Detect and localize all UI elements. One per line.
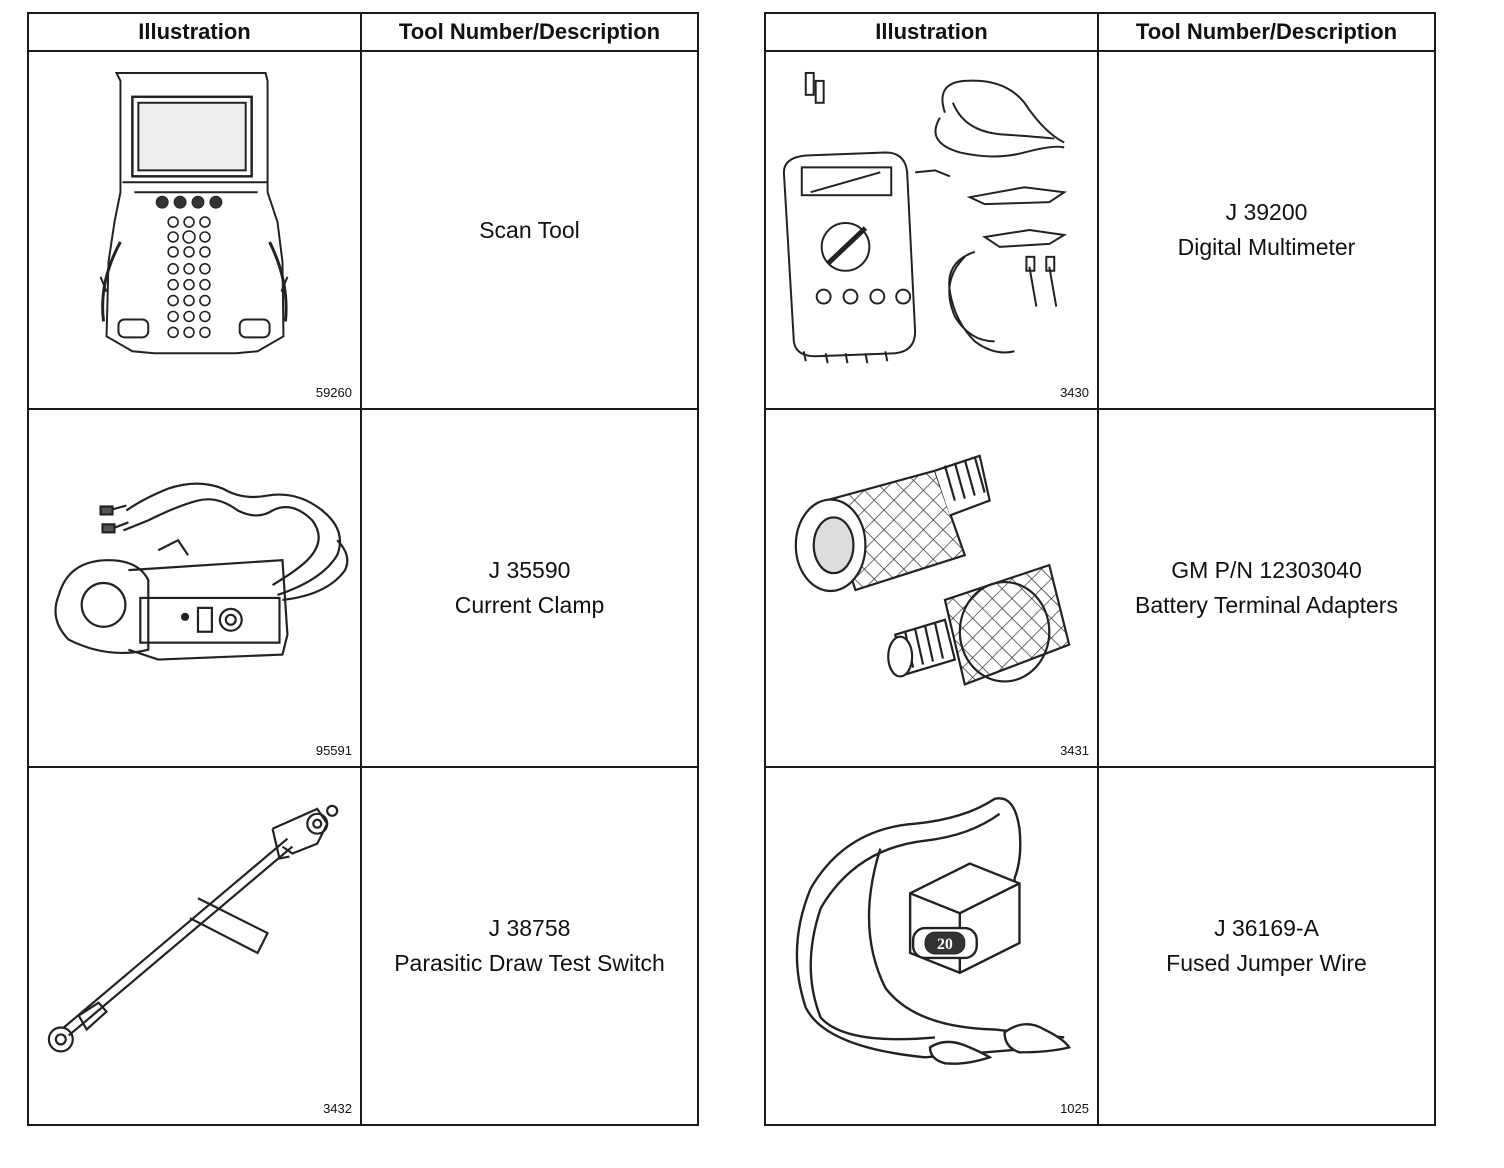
table-row: 20 1025 J 36169-A Fused Jumper Wire: [764, 766, 1436, 1126]
tools-table-right: Illustration Tool Number/Description: [764, 12, 1436, 1126]
tool-description-cell: Scan Tool: [360, 50, 699, 410]
test-switch-icon: [47, 804, 339, 1053]
tool-number: J 35590: [488, 557, 571, 583]
tool-number: GM P/N 12303040: [1171, 557, 1362, 583]
table-row: 3432 J 38758 Parasitic Draw Test Switch: [27, 766, 699, 1126]
tool-description: Digital Multimeter: [1177, 234, 1356, 260]
illustration-cell: 20 1025: [764, 766, 1099, 1126]
tool-description: Fused Jumper Wire: [1166, 950, 1367, 976]
tool-description-cell: J 36169-A Fused Jumper Wire: [1097, 766, 1436, 1126]
tool-description-cell: J 35590 Current Clamp: [360, 408, 699, 768]
header-row: Illustration Tool Number/Description: [27, 12, 699, 52]
illustration-header: Illustration: [27, 12, 362, 52]
tool-description: Parasitic Draw Test Switch: [394, 950, 665, 976]
figure-number: 3432: [323, 1101, 352, 1116]
table-row: 3430 J 39200 Digital Multimeter: [764, 50, 1436, 410]
tool-description-cell: J 38758 Parasitic Draw Test Switch: [360, 766, 699, 1126]
current-clamp-icon: [54, 482, 349, 661]
fuse-rating-label: 20: [937, 936, 953, 953]
figure-number: 59260: [315, 385, 352, 400]
table-row: 59260 Scan Tool: [27, 50, 699, 410]
tool-number: J 38758: [488, 915, 571, 941]
scan-tool-icon: [99, 71, 289, 355]
illustration-cell: 59260: [27, 50, 362, 410]
illustration-header: Illustration: [764, 12, 1099, 52]
figure-number: 3431: [1060, 743, 1089, 758]
multimeter-icon: [782, 71, 1068, 364]
tool-description-cell: J 39200 Digital Multimeter: [1097, 50, 1436, 410]
table-row: 3431 GM P/N 12303040 Battery Terminal Ad…: [764, 408, 1436, 768]
terminal-adapter-icon: [794, 454, 1071, 686]
jumper-wire-icon: 20: [795, 797, 1072, 1065]
tools-table-left: Illustration Tool Number/Description: [27, 12, 699, 1126]
figure-number: 95591: [315, 743, 352, 758]
header-row: Illustration Tool Number/Description: [764, 12, 1436, 52]
tool-number: J 36169-A: [1214, 915, 1319, 941]
tool-description-cell: GM P/N 12303040 Battery Terminal Adapter…: [1097, 408, 1436, 768]
illustration-cell: 3432: [27, 766, 362, 1126]
illustration-cell: 3431: [764, 408, 1099, 768]
tool-description: Scan Tool: [479, 216, 580, 243]
figure-number: 3430: [1060, 385, 1089, 400]
illustration-cell: 95591: [27, 408, 362, 768]
illustration-cell: 3430: [764, 50, 1099, 410]
table-row: 95591 J 35590 Current Clamp: [27, 408, 699, 768]
tool-header: Tool Number/Description: [1097, 12, 1436, 52]
tool-number: J 39200: [1225, 199, 1308, 225]
figure-number: 1025: [1060, 1101, 1089, 1116]
tool-description: Current Clamp: [454, 592, 605, 618]
tool-header: Tool Number/Description: [360, 12, 699, 52]
tool-description: Battery Terminal Adapters: [1135, 592, 1398, 618]
